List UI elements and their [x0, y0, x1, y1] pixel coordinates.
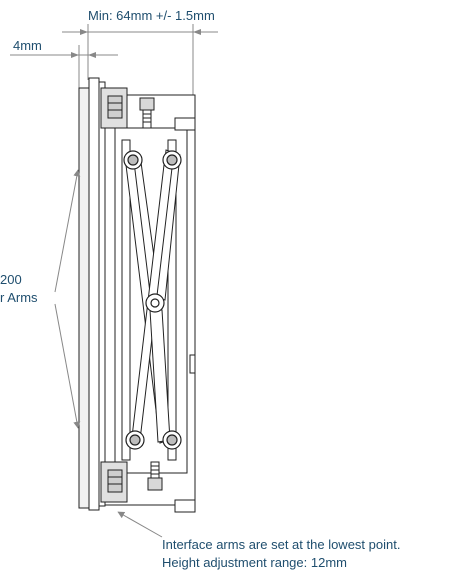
interface-arm-outer — [88, 77, 100, 511]
note-line1: Interface arms are set at the lowest poi… — [162, 537, 401, 552]
rail-right — [167, 139, 177, 461]
top-hex-bolt — [139, 97, 155, 111]
overall-depth-arrowhead-left — [80, 29, 88, 35]
side-tab-mid — [189, 354, 196, 374]
arms-leaders — [54, 169, 81, 429]
spacer-arrowhead-left — [71, 52, 79, 58]
note-leader — [117, 511, 163, 538]
pivot-center — [145, 293, 165, 313]
top-fixing-block — [100, 87, 155, 129]
bottom-screw-head — [107, 469, 123, 493]
top-screw-head — [107, 95, 123, 119]
overall-depth-label: Min: 64mm +/- 1.5mm — [88, 8, 215, 23]
spacer-label: 4mm — [13, 38, 42, 53]
wall-flange-bottom — [174, 499, 196, 513]
interface-arm-inner — [98, 81, 106, 507]
arms-label-line1: 200 — [0, 272, 22, 287]
display-back-panel — [78, 87, 90, 509]
pivot-top-left — [123, 150, 143, 170]
overall-depth-dimension — [62, 24, 218, 120]
pivots — [123, 150, 182, 450]
bottom-fixing-block — [100, 461, 163, 503]
arms-label-line2: r Arms — [0, 290, 38, 305]
arms-leader-top — [54, 169, 81, 293]
rail-left — [121, 139, 131, 461]
pivot-bottom-left — [125, 430, 145, 450]
pivot-top-right — [162, 150, 182, 170]
note-leader-line — [117, 511, 163, 538]
spacer-arrowhead-right — [88, 52, 96, 58]
top-bolt-shaft — [142, 109, 152, 129]
bottom-hex-bolt — [147, 477, 163, 491]
note-line2: Height adjustment range: 12mm — [162, 555, 347, 570]
wall-flange-top — [174, 117, 196, 131]
pivot-bottom-right — [162, 430, 182, 450]
arms-leader-bottom — [54, 303, 81, 429]
overall-depth-arrowhead-right — [193, 29, 201, 35]
